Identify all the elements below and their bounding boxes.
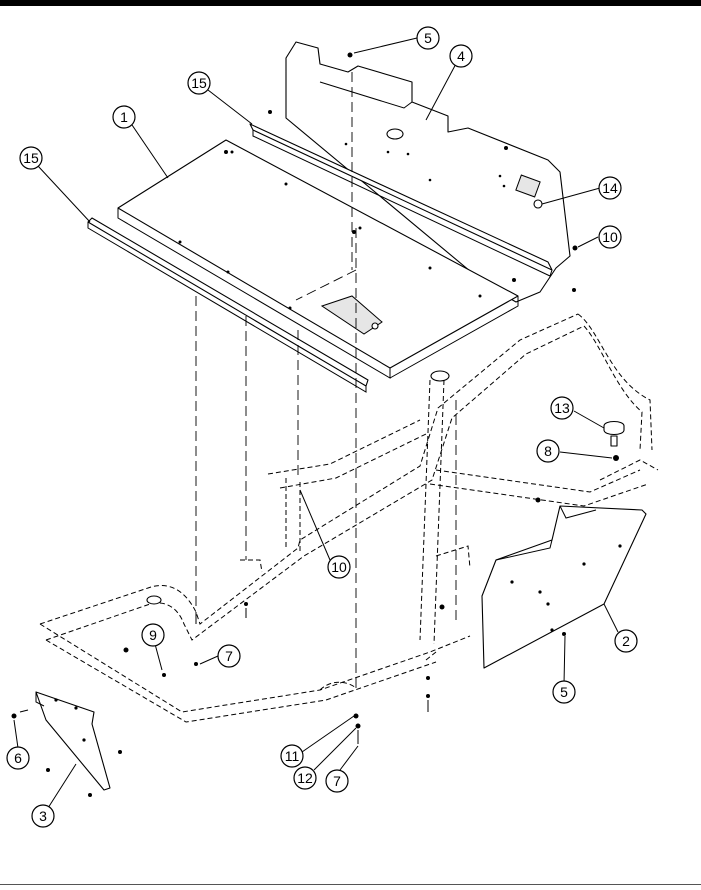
svg-text:15: 15: [191, 75, 207, 91]
callout-4: 4: [449, 44, 473, 68]
bottom-border-rule: [0, 884, 701, 885]
mounting-projection-lines: [195, 72, 457, 690]
svg-text:2: 2: [622, 633, 630, 649]
callout-1: 1: [112, 105, 136, 129]
svg-text:1: 1: [120, 109, 128, 125]
callout-7-bottom: 7: [325, 769, 349, 793]
svg-text:5: 5: [560, 684, 568, 700]
callout-leaders: [13, 37, 619, 809]
callout-6: 6: [6, 746, 30, 770]
callout-5-top: 5: [416, 26, 440, 50]
callout-9: 9: [141, 623, 165, 647]
svg-text:3: 3: [39, 808, 47, 824]
callout-3: 3: [31, 804, 55, 828]
callout-13: 13: [550, 396, 574, 420]
callout-2: 2: [614, 629, 638, 653]
svg-text:5: 5: [424, 30, 432, 46]
part-13-knob: [603, 420, 625, 447]
frame-tubes: [39, 313, 659, 723]
part-1-deck-panel: [117, 139, 519, 379]
svg-text:14: 14: [602, 180, 618, 196]
part-15-lower-trim: [87, 217, 369, 393]
callout-7-left: 7: [217, 644, 241, 668]
svg-text:7: 7: [225, 648, 233, 664]
part-15-upper-trim: [249, 123, 553, 277]
svg-text:7: 7: [333, 773, 341, 789]
svg-text:11: 11: [285, 748, 300, 764]
svg-text:10: 10: [331, 559, 347, 575]
svg-text:4: 4: [457, 48, 465, 64]
callout-10-middle: 10: [327, 555, 351, 579]
svg-text:8: 8: [544, 443, 552, 459]
callout-11: 11: [280, 744, 304, 768]
callout-14: 14: [598, 176, 622, 200]
svg-text:13: 13: [554, 400, 570, 416]
callout-12: 12: [293, 766, 317, 790]
callout-5-bottom: 5: [552, 680, 576, 704]
svg-text:12: 12: [297, 770, 313, 786]
hardware-fasteners: [11, 52, 619, 797]
callout-10-top: 10: [598, 225, 622, 249]
callout-15-lower: 15: [19, 146, 43, 170]
svg-text:9: 9: [149, 627, 157, 643]
svg-text:15: 15: [23, 150, 39, 166]
svg-text:10: 10: [602, 229, 618, 245]
top-border-rule: [0, 0, 701, 6]
part-3-bracket-plate: [35, 691, 111, 791]
callout-8: 8: [536, 439, 560, 463]
part-2-side-panel: [481, 505, 647, 669]
callout-15-upper: 15: [187, 71, 211, 95]
svg-text:6: 6: [14, 750, 22, 766]
